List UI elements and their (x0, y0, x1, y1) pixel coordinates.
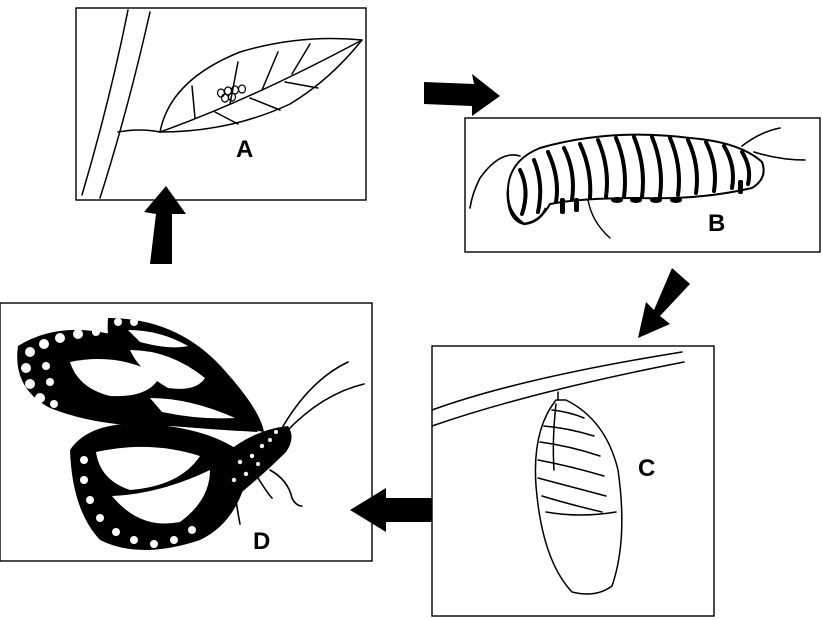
panel-a-frame (76, 8, 366, 200)
stage-label-a: A (236, 136, 253, 163)
arrow-a-to-b (424, 74, 500, 116)
panel-egg-stage: A (76, 8, 366, 200)
stage-label-c: C (638, 455, 655, 482)
arrow-b-to-c (638, 268, 690, 338)
panel-butterfly-stage: D (0, 303, 372, 561)
panel-chrysalis-stage: C (432, 346, 714, 616)
stage-label-b: B (708, 210, 725, 237)
stage-label-d: D (253, 528, 270, 555)
panel-caterpillar-stage: B (465, 118, 820, 252)
